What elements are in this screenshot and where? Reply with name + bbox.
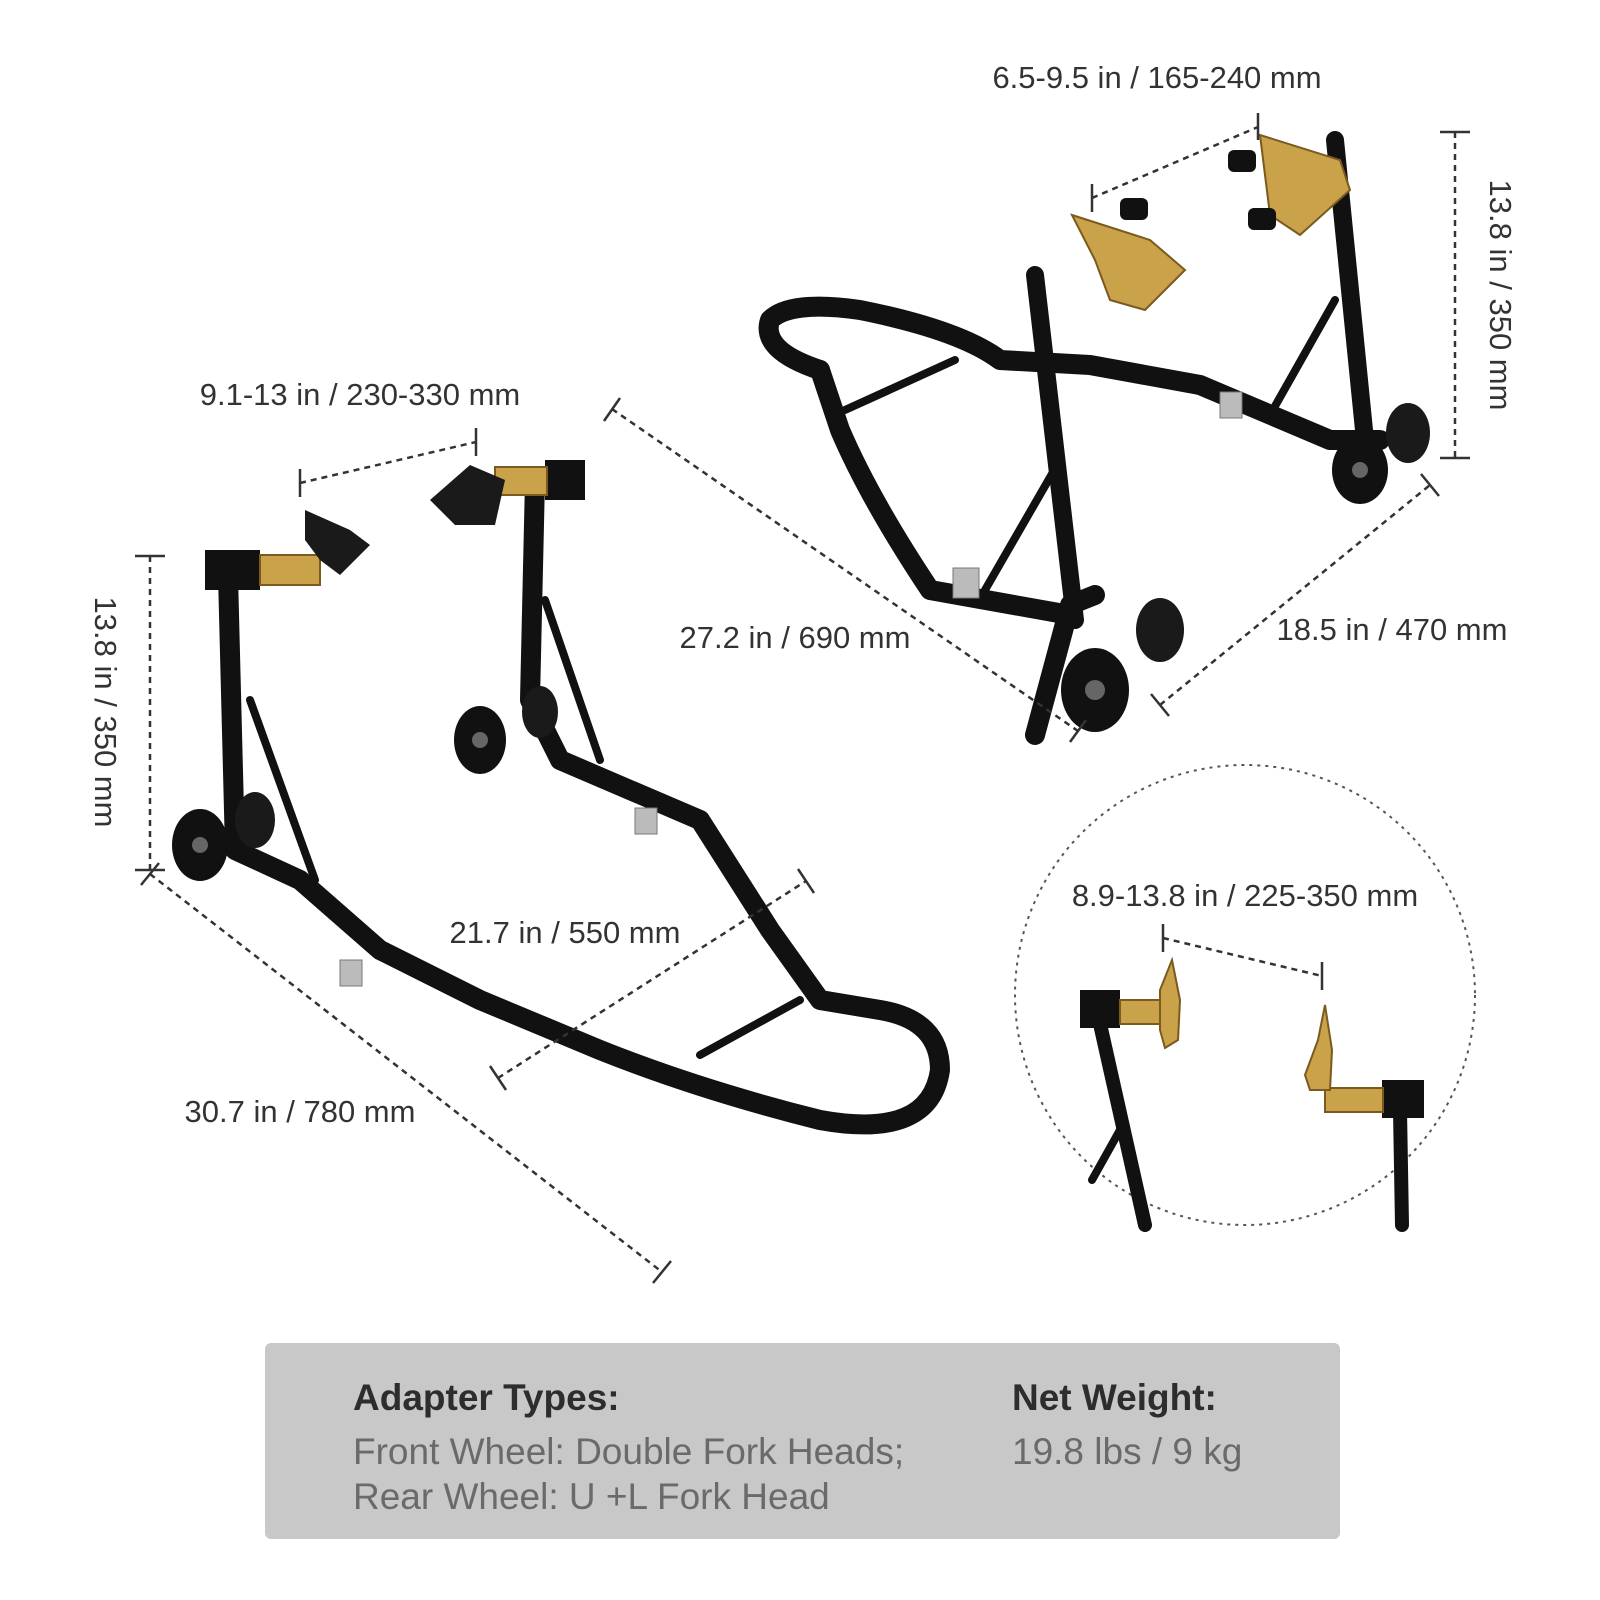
net-weight-heading: Net Weight:	[1012, 1377, 1217, 1418]
rear-length-label: 27.2 in / 690 mm	[680, 620, 911, 655]
front-length-label: 30.7 in / 780 mm	[185, 1094, 416, 1129]
front-stand-illustration	[172, 460, 950, 1135]
front-height-label: 13.8 in / 350 mm	[88, 597, 123, 828]
dimension-lines	[135, 113, 1470, 1284]
adapter-detail-illustration	[1014, 764, 1476, 1232]
front-width-label: 21.7 in / 550 mm	[450, 915, 681, 950]
adapter-width-label: 8.9-13.8 in / 225-350 mm	[1072, 878, 1418, 913]
net-weight-value: 19.8 lbs / 9 kg	[1012, 1431, 1243, 1472]
front-fork-width-label: 9.1-13 in / 230-330 mm	[200, 377, 521, 412]
adapter-types-heading: Adapter Types:	[353, 1377, 620, 1418]
rear-width-label: 18.5 in / 470 mm	[1277, 612, 1508, 647]
detail-circle	[1014, 764, 1476, 1226]
adapter-types-line-2: Rear Wheel: U +L Fork Head	[353, 1476, 830, 1517]
adapter-types-line-1: Front Wheel: Double Fork Heads;	[353, 1431, 905, 1472]
info-panel: Adapter Types: Front Wheel: Double Fork …	[265, 1343, 1340, 1539]
rear-height-label: 13.8 in / 350 mm	[1483, 180, 1518, 411]
rear-stand-illustration	[758, 131, 1430, 745]
rear-fork-width-label: 6.5-9.5 in / 165-240 mm	[992, 60, 1321, 95]
